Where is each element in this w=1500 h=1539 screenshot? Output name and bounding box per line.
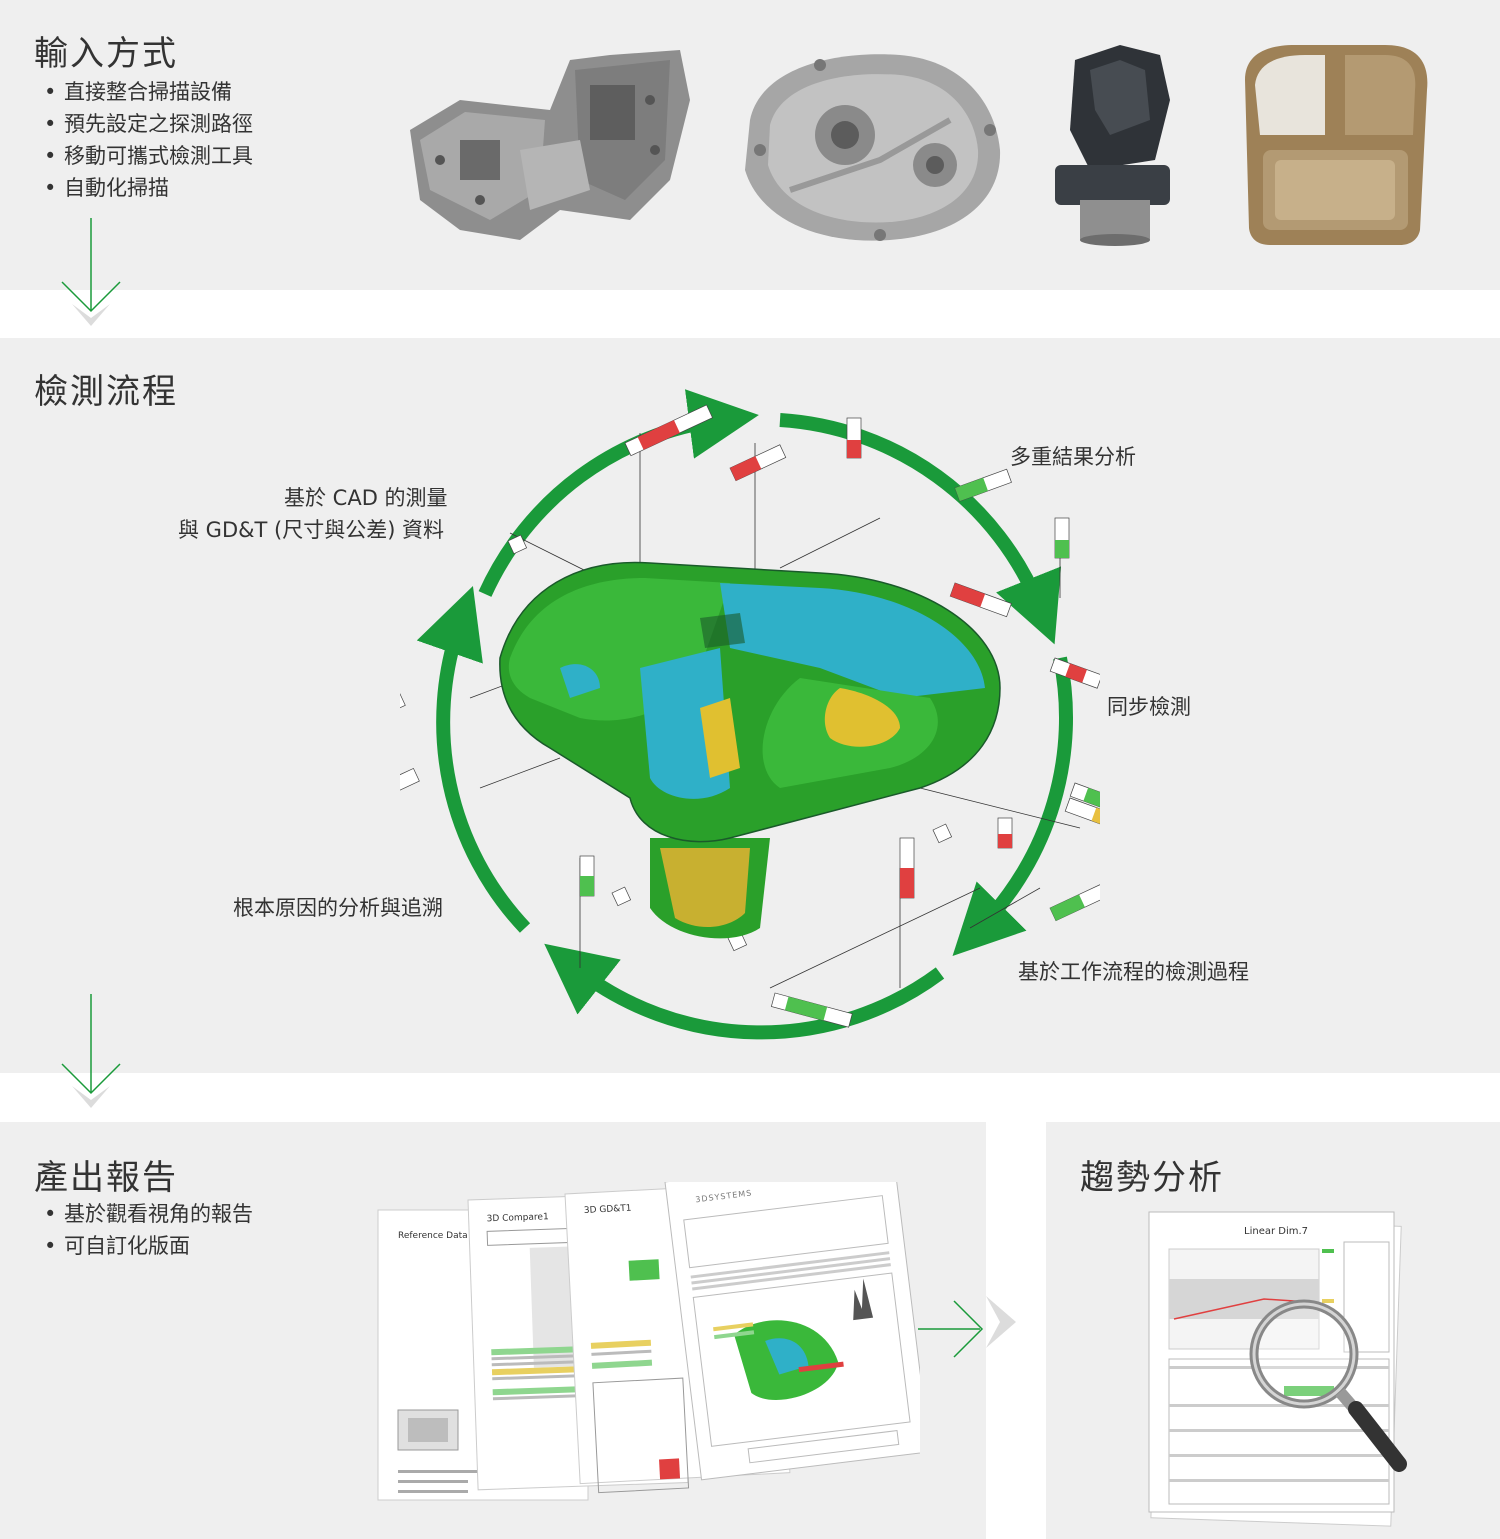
- report-page-title: 3D Compare1: [487, 1212, 549, 1224]
- flow-label-cad: 基於 CAD 的測量: [284, 486, 448, 510]
- right-arrow-icon: [918, 1300, 984, 1358]
- beige-interior-part-image: [1245, 45, 1428, 245]
- trend-chart-title: Linear Dim.7: [1244, 1226, 1308, 1237]
- list-item: 預先設定之探測路徑: [40, 108, 253, 140]
- flow-label-root-cause: 根本原因的分析與追溯: [233, 896, 443, 920]
- transmission-housing-image: [745, 54, 1001, 241]
- report-output-title: 產出報告: [34, 1158, 178, 1198]
- cast-part-image: [1055, 45, 1170, 246]
- chevron-right-icon: [986, 1296, 1016, 1348]
- inspection-process-title: 檢測流程: [34, 372, 178, 412]
- down-arrow-icon: [61, 218, 121, 326]
- inspected-part-heatmap: [499, 561, 1001, 939]
- list-item: 可自訂化版面: [40, 1230, 253, 1262]
- trend-report-illustration: Linear Dim.7: [1148, 1211, 1407, 1527]
- flow-label-workflow: 基於工作流程的檢測過程: [1018, 960, 1249, 984]
- list-item: 基於觀看視角的報告: [40, 1198, 253, 1230]
- flow-label-gdt: 與 GD&T (尺寸與公差) 資料: [178, 518, 445, 542]
- inspection-process-section: 檢測流程: [0, 338, 1500, 1073]
- down-arrow-icon: [61, 994, 121, 1108]
- report-page-title: 3D GD&T1: [584, 1204, 632, 1216]
- list-item: 直接整合掃描設備: [40, 76, 253, 108]
- flow-label-multi-result: 多重結果分析: [1010, 445, 1136, 469]
- report-output-list: 基於觀看視角的報告 可自訂化版面: [40, 1198, 253, 1262]
- report-pages-stack: Reference Data 3D Compare1: [377, 1182, 920, 1501]
- input-methods-title: 輸入方式: [34, 34, 178, 74]
- report-page-title: Reference Data: [398, 1231, 468, 1241]
- trend-analysis-section: 趨勢分析 Linear Dim.7: [1046, 1122, 1500, 1539]
- process-cycle-diagram: [400, 389, 1100, 1040]
- list-item: 自動化掃描: [40, 172, 253, 204]
- input-methods-list: 直接整合掃描設備 預先設定之探測路徑 移動可攜式檢測工具 自動化掃描: [40, 76, 253, 204]
- report-output-section: 產出報告 基於觀看視角的報告 可自訂化版面 Reference Data 3D …: [0, 1122, 986, 1539]
- list-item: 移動可攜式檢測工具: [40, 140, 253, 172]
- flow-label-sync: 同步檢測: [1107, 695, 1191, 719]
- metal-frame-part-image: [410, 50, 690, 240]
- trend-analysis-title: 趨勢分析: [1080, 1158, 1224, 1198]
- input-methods-section: 輸入方式 直接整合掃描設備 預先設定之探測路徑 移動可攜式檢測工具 自動化掃描: [0, 0, 1500, 290]
